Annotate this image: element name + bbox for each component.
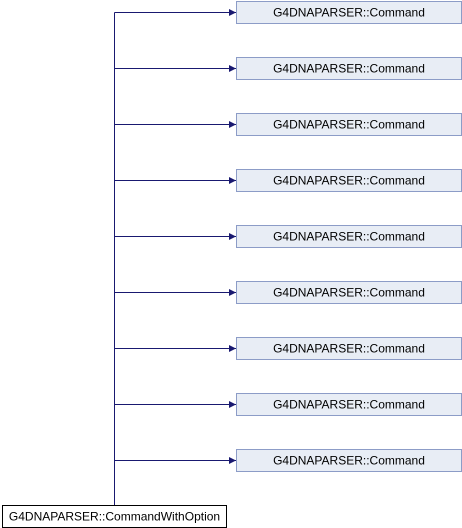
parent-node[interactable]: G4DNAPARSER::Command (236, 281, 462, 304)
child-node-label: G4DNAPARSER::CommandWithOption (9, 510, 220, 524)
parent-node[interactable]: G4DNAPARSER::Command (236, 449, 462, 472)
parent-node-label: G4DNAPARSER::Command (273, 6, 425, 20)
parent-node[interactable]: G4DNAPARSER::Command (236, 169, 462, 192)
parent-node-label: G4DNAPARSER::Command (273, 62, 425, 76)
parent-node-label: G4DNAPARSER::Command (273, 174, 425, 188)
parent-node[interactable]: G4DNAPARSER::Command (236, 1, 462, 24)
parent-node[interactable]: G4DNAPARSER::Command (236, 337, 462, 360)
parent-node-label: G4DNAPARSER::Command (273, 230, 425, 244)
parent-node[interactable]: G4DNAPARSER::Command (236, 393, 462, 416)
parent-node[interactable]: G4DNAPARSER::Command (236, 225, 462, 248)
child-node-group: G4DNAPARSER::CommandWithOption (2, 505, 227, 528)
parent-node-label: G4DNAPARSER::Command (273, 286, 425, 300)
parent-node[interactable]: G4DNAPARSER::Command (236, 113, 462, 136)
parent-node-label: G4DNAPARSER::Command (273, 342, 425, 356)
parent-node-label: G4DNAPARSER::Command (273, 398, 425, 412)
edges (114, 9, 236, 506)
parent-node[interactable]: G4DNAPARSER::Command (236, 57, 462, 80)
child-node[interactable]: G4DNAPARSER::CommandWithOption (2, 505, 227, 528)
parent-node-label: G4DNAPARSER::Command (273, 118, 425, 132)
parent-nodes: G4DNAPARSER::CommandG4DNAPARSER::Command… (236, 1, 462, 472)
parent-node-label: G4DNAPARSER::Command (273, 454, 425, 468)
